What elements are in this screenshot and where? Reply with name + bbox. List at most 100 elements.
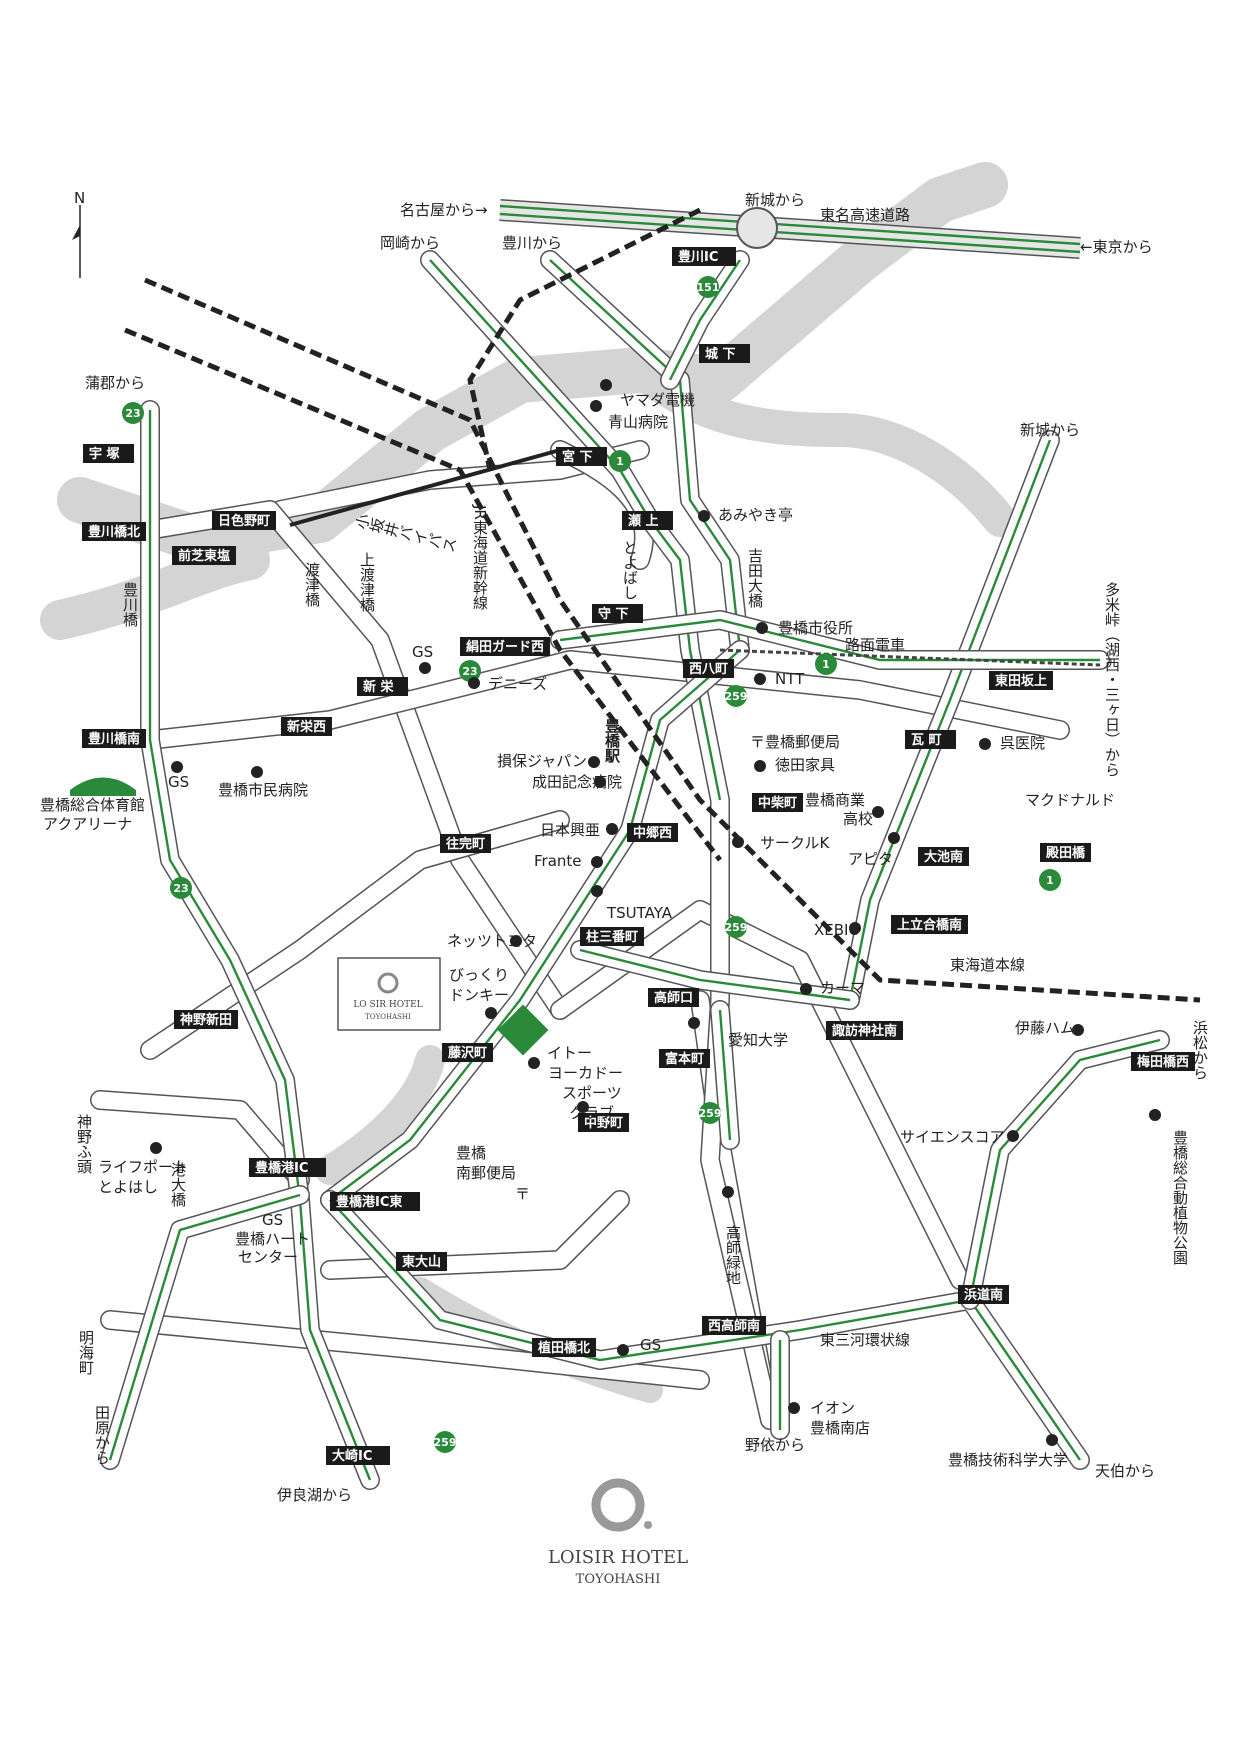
lm-shiminbyoin: 豊橋市民病院	[218, 781, 308, 799]
route-shield-bg	[725, 916, 747, 938]
lm-nihonkoa: 日本興亜	[540, 821, 600, 839]
landmark-dot	[150, 1142, 162, 1154]
lm-ito1: イトー	[547, 1044, 592, 1062]
intersection-label: 豊川橋南	[88, 731, 140, 747]
dir-toyokawa: 豊川から	[502, 234, 562, 252]
intersection-label: 上立合橋南	[897, 917, 962, 933]
intersection-box	[82, 522, 146, 541]
lm-aeon2: 豊橋南店	[810, 1419, 870, 1437]
intersection-uedabashi: 植田橋北	[532, 1338, 596, 1357]
intersection-seue: 瀬 上	[622, 511, 673, 530]
intersection-label: 豊川橋北	[88, 524, 140, 540]
intersection-box	[1040, 843, 1091, 862]
intersection-box	[672, 247, 736, 266]
landmark-dot	[594, 776, 606, 788]
landmark-dot	[688, 1017, 700, 1029]
intersection-umeda: 梅田橋西	[1131, 1052, 1195, 1071]
route-shield-bg	[697, 276, 719, 298]
intersection-label: 東大山	[402, 1254, 441, 1270]
route-shield-23: 23	[170, 877, 192, 899]
landmark-dot	[617, 1344, 629, 1356]
landmark-dot	[698, 510, 710, 522]
route-shield-bg	[609, 450, 631, 472]
dir-irago: 伊良湖から	[277, 1486, 352, 1504]
dir-noyori: 野依から	[745, 1436, 805, 1454]
lm-yamada: ヤマダ電機	[620, 391, 695, 409]
landmark-dot	[591, 885, 603, 897]
intersection-hiirono: 日色野町	[212, 511, 276, 530]
intersection-label: 諏訪神社南	[832, 1023, 897, 1039]
intersection-toyokawabashi-kita: 豊川橋北	[82, 522, 146, 541]
landmark-dot	[756, 622, 768, 634]
route-shield-1: 1	[609, 450, 631, 472]
lm-ntt: NTT	[775, 670, 805, 688]
dir-tenpaku: 天伯から	[1095, 1462, 1155, 1480]
lm-bikkuri1: びっくり	[449, 966, 509, 984]
lm-shogyo2: 高校	[843, 810, 873, 828]
intersection-box	[326, 1446, 390, 1465]
landmark-dot	[888, 832, 900, 844]
lm-lifeport2: とよはし	[98, 1178, 158, 1196]
landmark-dot	[872, 806, 884, 818]
route-shield-bg	[725, 685, 747, 707]
landmark-dot	[606, 823, 618, 835]
lm-toyohashi-city: 豊橋市役所	[778, 619, 853, 637]
intersection-oikenami: 大池南	[918, 847, 969, 866]
lm-bikkuri2: ドンキー	[449, 986, 509, 1004]
hotel-logo-city: TOYOHASHI	[576, 1572, 661, 1587]
intersection-box	[826, 1021, 903, 1040]
lm-apita: アピタ	[848, 850, 893, 868]
intersection-box	[699, 344, 750, 363]
intersection-box	[556, 447, 607, 466]
intersection-box	[958, 1285, 1009, 1304]
landmark-dot	[722, 1186, 734, 1198]
intersection-box	[172, 546, 236, 565]
intersection-box	[442, 1043, 493, 1062]
lm-arena2: アクアリーナ	[43, 815, 132, 833]
route-shield-259: 259	[699, 1102, 721, 1124]
intersection-box	[622, 511, 673, 530]
intersection-label: 前芝東塩	[178, 548, 230, 564]
route-shield-bg	[170, 877, 192, 899]
landmark-dot	[600, 379, 612, 391]
landmark-dot	[979, 738, 991, 750]
intersection-label: 中郷西	[633, 825, 672, 841]
lm-sonpo: 損保ジャパン	[497, 752, 587, 770]
lm-tut: 豊橋技術科学大学	[948, 1451, 1068, 1469]
route-shield-number: 23	[462, 665, 477, 678]
landmark-dot	[1149, 1109, 1161, 1121]
landmark-dot	[1072, 1024, 1084, 1036]
intersection-box	[440, 834, 491, 853]
intersection-box	[460, 637, 550, 656]
route-shield-bg	[122, 402, 144, 424]
intersection-box	[989, 671, 1053, 690]
landmark-dot	[468, 677, 480, 689]
landmark-dot	[754, 760, 766, 772]
lm-itoham: 伊藤ハム	[1015, 1019, 1075, 1037]
route-shield-number: 151	[697, 281, 720, 294]
landmark-dot	[788, 1402, 800, 1414]
route-shield-23: 23	[459, 660, 481, 682]
route-shield-number: 259	[725, 690, 748, 703]
road-shinkansen: JR東海道新幹線	[471, 504, 489, 610]
intersection-box	[249, 1158, 326, 1177]
intersection-nishitakashi: 西高師南	[702, 1316, 766, 1335]
intersection-box	[82, 729, 146, 748]
route-shield-number: 259	[434, 1436, 457, 1449]
intersection-fujisawa: 藤沢町	[442, 1043, 493, 1062]
intersection-label: 神野新田	[180, 1012, 232, 1028]
lm-dennys: デニーズ	[488, 675, 547, 693]
intersection-tomimoto: 富本町	[659, 1049, 710, 1068]
landmark-dot	[510, 935, 522, 947]
lm-jinno-futo: 神野ふ頭	[75, 1114, 93, 1174]
dir-tokyo: ←東京から	[1080, 238, 1153, 256]
intersection-label: 殿田橋	[1045, 845, 1086, 861]
lm-toyokawabashi: 豊川橋	[121, 582, 139, 627]
intersection-nakashiba: 中柴町	[752, 793, 803, 812]
intersection-label: 豊川IC	[678, 249, 718, 265]
intersection-box	[752, 793, 803, 812]
intersection-shiroshita: 城 下	[699, 344, 750, 363]
landmark-dot	[485, 1007, 497, 1019]
landmark-dot	[800, 983, 812, 995]
